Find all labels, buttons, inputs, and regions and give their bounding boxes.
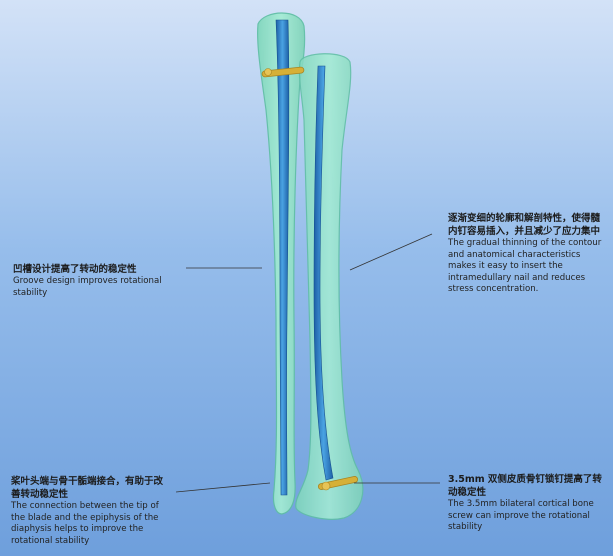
annotation-screw: 3.5mm 双侧皮质骨钉锁钉提高了转动稳定性 The 3.5mm bilater… xyxy=(448,473,608,534)
ulna-nail xyxy=(275,19,290,496)
annotation-contour: 逐渐变细的轮廓和解剖特性，使得髓内钉容易插入，并且减少了应力集中 The gra… xyxy=(448,212,606,296)
annotation-blade-zh: 桨叶头端与骨干骺端接合，有助于改善转动稳定性 xyxy=(11,476,164,500)
radius-bone xyxy=(295,53,364,520)
proximal-locking-screw xyxy=(261,66,305,78)
radius-nail xyxy=(313,65,334,481)
annotation-groove-en: Groove design improves rotational stabil… xyxy=(13,276,162,298)
leader-blade xyxy=(175,482,271,493)
annotation-contour-zh: 逐渐变细的轮廓和解剖特性，使得髓内钉容易插入，并且减少了应力集中 xyxy=(448,213,601,237)
distal-cortical-screw xyxy=(317,476,359,491)
leader-contour xyxy=(349,233,433,271)
annotation-groove-zh: 凹槽设计提高了转动的稳定性 xyxy=(13,264,137,275)
annotation-screw-zh: 3.5mm 双侧皮质骨钉锁钉提高了转动稳定性 xyxy=(448,474,602,498)
annotation-contour-en: The gradual thinning of the contour and … xyxy=(448,238,602,294)
annotation-screw-en: The 3.5mm bilateral cortical bone screw … xyxy=(448,499,594,532)
annotation-blade-en: The connection between the tip of the bl… xyxy=(11,501,159,546)
annotation-blade: 桨叶头端与骨干骺端接合，有助于改善转动稳定性 The connection be… xyxy=(11,475,171,547)
annotation-groove: 凹槽设计提高了转动的稳定性 Groove design improves rot… xyxy=(13,263,173,299)
